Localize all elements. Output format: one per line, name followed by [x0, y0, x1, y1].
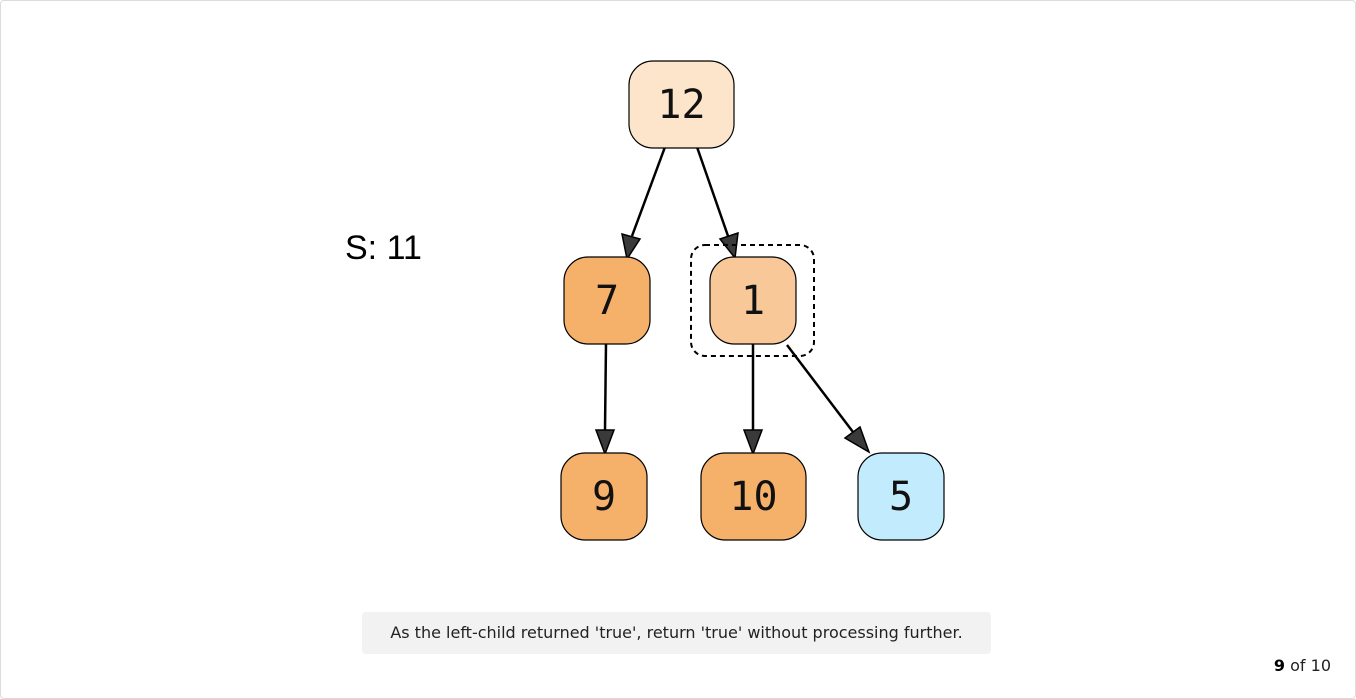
tree-node-12: 12	[628, 60, 735, 149]
node-value: 7	[595, 278, 619, 324]
node-value: 1	[741, 278, 765, 324]
current-slide-number: 9	[1273, 656, 1286, 675]
total-slide-number: 10	[1310, 656, 1331, 675]
node-box	[700, 452, 807, 541]
node-value: 5	[889, 474, 913, 520]
step-caption: As the left-child returned 'true', retur…	[362, 612, 991, 654]
edge-1-to-10-arrowhead	[742, 429, 764, 457]
node-box	[628, 60, 735, 149]
tree-node-1: 1	[709, 256, 797, 345]
slide-counter: 9 of 10	[1274, 656, 1331, 675]
tree-node-10: 10	[700, 452, 807, 541]
node-value: 10	[729, 474, 777, 520]
node-box	[709, 256, 797, 345]
counter-separator: of	[1290, 656, 1306, 675]
sum-variable-label: S: 11	[345, 229, 422, 267]
node-value: 9	[592, 474, 616, 520]
tree-node-9: 9	[560, 452, 648, 541]
edge-7-to-9	[603, 342, 608, 431]
node-box	[857, 452, 945, 541]
edge-12-to-7	[630, 146, 667, 237]
edge-1-to-5	[786, 344, 854, 433]
edge-12-to-1	[695, 146, 730, 237]
tree-node-5: 5	[857, 452, 945, 541]
edge-1-to-5-arrowhead	[843, 425, 871, 454]
tree-node-7: 7	[563, 256, 651, 345]
edge-12-to-7-arrowhead	[621, 232, 642, 261]
node-box	[560, 452, 648, 541]
current-node-highlight	[690, 244, 815, 357]
edge-7-to-9-arrowhead	[594, 429, 616, 457]
node-box	[563, 256, 651, 345]
node-value: 12	[657, 82, 705, 128]
